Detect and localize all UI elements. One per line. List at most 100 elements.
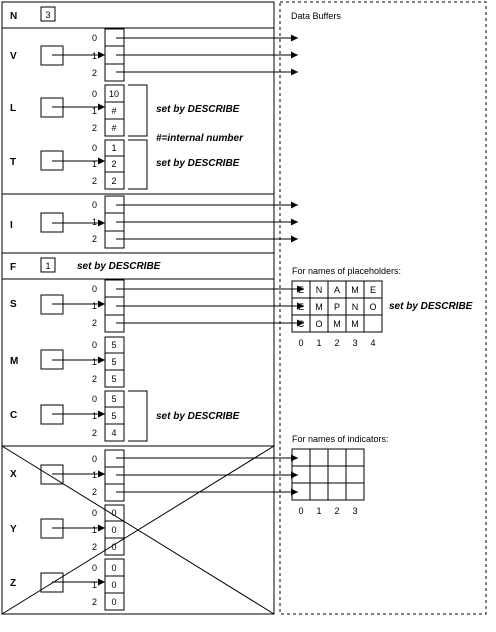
s-index-0: 0 xyxy=(92,284,97,294)
m-value-0: 5 xyxy=(111,340,116,350)
y-index-1: 1 xyxy=(92,525,97,535)
t-index-2: 2 xyxy=(92,176,97,186)
ph-cell-1-1: M xyxy=(315,302,323,312)
z-value-0: 0 xyxy=(111,563,116,573)
ph-cell-2-0: C xyxy=(298,319,305,329)
section-label-l: L xyxy=(10,103,16,114)
x-index-0: 0 xyxy=(92,454,97,464)
c-value-0: 5 xyxy=(111,394,116,404)
z-value-2: 0 xyxy=(111,597,116,607)
t-value-1: 2 xyxy=(111,159,116,169)
c-bracket xyxy=(128,390,148,442)
z-index-0: 0 xyxy=(92,563,97,573)
ph-cell-0-3: M xyxy=(351,285,359,295)
ind-col-0: 0 xyxy=(298,506,303,516)
c-value-2: 4 xyxy=(111,428,116,438)
c-index-2: 2 xyxy=(92,428,97,438)
l-value-2: # xyxy=(111,123,116,133)
c-array xyxy=(104,390,125,442)
ph-cell-0-0: E xyxy=(298,285,304,295)
f-value-box xyxy=(40,257,56,273)
l-array xyxy=(104,84,125,137)
c-index-0: 0 xyxy=(92,394,97,404)
section-label-x: X xyxy=(10,469,17,480)
l-value-0: 10 xyxy=(109,89,119,99)
descriptor-panel xyxy=(1,1,275,615)
m-index-1: 1 xyxy=(92,357,97,367)
l-index-2: 2 xyxy=(92,123,97,133)
section-label-i: I xyxy=(10,220,13,231)
indicator-name-grid xyxy=(291,448,365,501)
l-bracket xyxy=(128,84,148,137)
i-index-2: 2 xyxy=(92,234,97,244)
x-index-2: 2 xyxy=(92,487,97,497)
data-buffers-title: Data Buffers xyxy=(291,11,341,21)
m-index-2: 2 xyxy=(92,374,97,384)
m-value-2: 5 xyxy=(111,374,116,384)
s-index-1: 1 xyxy=(92,301,97,311)
ph-cell-2-3: M xyxy=(351,319,359,329)
ph-col-0: 0 xyxy=(298,338,303,348)
section-label-y: Y xyxy=(10,524,17,535)
t-index-1: 1 xyxy=(92,159,97,169)
section-label-n: N xyxy=(10,11,17,22)
section-label-t: T xyxy=(10,157,16,168)
y-index-2: 2 xyxy=(92,542,97,552)
ph-cell-0-1: N xyxy=(316,285,323,295)
ph-cell-1-0: E xyxy=(298,302,304,312)
f-describe-note: set by DESCRIBE xyxy=(77,261,161,272)
l-describe-note: set by DESCRIBE xyxy=(156,104,240,115)
internal-number-note: #=internal number xyxy=(156,133,244,144)
n-value: 3 xyxy=(45,10,50,20)
ph-cell-1-2: P xyxy=(334,302,340,312)
i-index-1: 1 xyxy=(92,217,97,227)
y-value-1: 0 xyxy=(111,525,116,535)
v-index-1: 1 xyxy=(92,51,97,61)
l-value-1: # xyxy=(111,106,116,116)
section-label-z: Z xyxy=(10,578,16,589)
ph-cell-2-2: M xyxy=(333,319,341,329)
ind-col-3: 3 xyxy=(352,506,357,516)
ph-cell-2-1: O xyxy=(315,319,322,329)
i-index-0: 0 xyxy=(92,200,97,210)
ph-cell-0-4: E xyxy=(370,285,376,295)
section-label-v: V xyxy=(10,51,17,62)
ind-col-1: 1 xyxy=(316,506,321,516)
ind-col-2: 2 xyxy=(334,506,339,516)
t-value-2: 2 xyxy=(111,176,116,186)
data-buffers-panel xyxy=(279,1,487,615)
s-index-2: 2 xyxy=(92,318,97,328)
c-describe-note: set by DESCRIBE xyxy=(156,411,240,422)
m-index-0: 0 xyxy=(92,340,97,350)
l-index-0: 0 xyxy=(92,89,97,99)
t-array xyxy=(104,139,125,190)
y-value-0: 0 xyxy=(111,508,116,518)
ph-describe-note: set by DESCRIBE xyxy=(389,301,473,312)
section-label-m: M xyxy=(10,356,18,367)
c-value-1: 5 xyxy=(111,411,116,421)
c-index-1: 1 xyxy=(92,411,97,421)
f-value: 1 xyxy=(45,261,50,271)
ph-cell-1-4: O xyxy=(369,302,376,312)
ph-col-1: 1 xyxy=(316,338,321,348)
z-value-1: 0 xyxy=(111,580,116,590)
v-index-0: 0 xyxy=(92,33,97,43)
ph-col-4: 4 xyxy=(370,338,375,348)
ph-cell-0-2: A xyxy=(334,285,340,295)
ph-col-3: 3 xyxy=(352,338,357,348)
section-label-f: F xyxy=(10,262,16,273)
placeholder-name-grid xyxy=(291,280,383,333)
l-index-1: 1 xyxy=(92,106,97,116)
v-index-2: 2 xyxy=(92,68,97,78)
z-index-2: 2 xyxy=(92,597,97,607)
z-array xyxy=(104,558,125,611)
y-array xyxy=(104,504,125,556)
placeholders-heading: For names of placeholders: xyxy=(292,266,401,276)
t-bracket xyxy=(128,139,148,190)
t-value-0: 1 xyxy=(111,143,116,153)
m-value-1: 5 xyxy=(111,357,116,367)
y-value-2: 0 xyxy=(111,542,116,552)
t-describe-note: set by DESCRIBE xyxy=(156,158,240,169)
cross-line-b xyxy=(1,445,275,615)
